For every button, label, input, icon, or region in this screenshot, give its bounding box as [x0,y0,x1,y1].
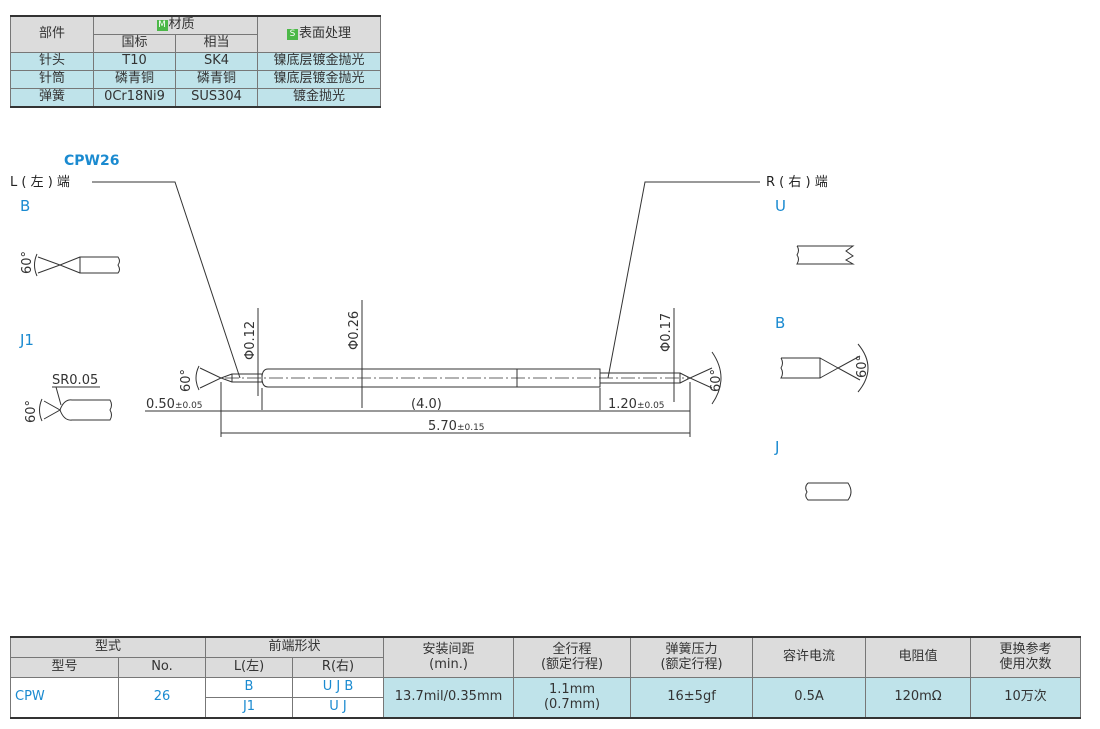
right-type-j: J [774,438,779,456]
header-type: 型式 [9,636,207,658]
left-leader-line [92,181,241,379]
header-material-label: 材质 [168,17,195,33]
header-stroke: 全行程(额定行程) [513,636,632,678]
cell: 镍底层镀金抛光 [257,52,382,71]
header-model: 型号 [10,657,119,678]
header-left: L(左) [205,657,294,678]
cell-left: J1 [205,697,294,719]
angle-label: 60° [24,400,39,423]
sr-label: SR0.05 [52,373,98,388]
table-row: 针筒磷青铜磷青铜镍底层镀金抛光 [10,70,382,89]
cell: 针筒 [10,70,94,89]
material-badge: M [156,20,168,32]
cell-force: 16±5gf [630,677,754,719]
cell: 镀金抛光 [257,88,382,108]
right-end-label: R ( 右 ) 端 [766,175,828,190]
right-u-tip-icon [796,245,855,265]
angle-label: 60° [20,251,35,274]
header-force: 弹簧压力(额定行程) [630,636,754,678]
right-j-tip-icon [805,482,852,501]
cell-left: B [205,677,294,698]
cell-right: U J B [292,677,385,698]
right-type-b: B [775,314,785,332]
cell: 针头 [10,52,94,71]
cell-current: 0.5A [752,677,867,719]
header-life: 更换参考使用次数 [970,636,1082,678]
len-left-label: 0.50±0.05 [146,397,203,412]
table-row: CPW 26 B U J B 13.7mil/0.35mm 1.1mm(0.7m… [10,677,1082,719]
header-tip: 前端形状 [205,636,385,658]
cell-no: 26 [117,677,207,719]
left-type-b: B [20,197,30,215]
header-right: R(右) [292,657,385,678]
len-total-label: 5.70±0.15 [428,419,485,434]
cell: 弹簧 [10,88,94,108]
header-spacing: 安装间距(min.) [383,636,515,678]
header-current: 容许电流 [752,636,867,678]
cell-spacing: 13.7mil/0.35mm [383,677,515,719]
cell: 镍底层镀金抛光 [257,70,382,89]
len-right-label: 1.20±0.05 [608,397,665,412]
right-b-tip-icon: 60° [780,343,870,393]
cell: 0Cr18Ni9 [93,88,176,108]
len-mid-label: (4.0) [411,397,442,412]
left-end-label: L ( 左 ) 端 [10,175,70,190]
cell: 磷青铜 [174,70,259,89]
left-b-tip-icon: 60° [20,251,120,277]
header-part: 部件 [10,15,94,53]
dia-body-label: Φ0.26 [347,311,362,350]
angle-label: 60° [179,369,194,392]
header-no: No. [117,657,207,678]
left-type-j1: J1 [19,331,34,349]
header-resistance: 电阻值 [865,636,972,678]
cell: SUS304 [174,88,259,108]
spec-table: 型式前端形状 安装间距(min.) 全行程(额定行程) 弹簧压力(额定行程) 容… [9,636,1082,719]
header-equiv: 相当 [174,34,259,53]
angle-label: 60° [855,355,870,378]
pin-body: 60° 60° [179,351,724,405]
cell: T10 [93,52,176,71]
cell-stroke: 1.1mm(0.7mm) [513,677,632,719]
right-type-u: U [775,197,786,215]
cell-right: U J [292,697,385,719]
left-j1-tip-icon: SR0.05 60° [24,373,112,423]
surface-badge: S [287,29,298,41]
cell-life: 10万次 [970,677,1082,719]
cell: SK4 [174,52,259,71]
model-label: CPW26 [64,153,119,169]
header-surface-label: 表面处理 [299,26,352,42]
cell: 磷青铜 [93,70,176,89]
angle-label: 60° [709,369,724,392]
cell-model: CPW [10,677,119,719]
dia-left-label: Φ0.12 [243,321,258,360]
dia-right-label: Φ0.17 [659,313,674,352]
cell-resistance: 120mΩ [865,677,972,719]
right-leader-line [607,181,760,379]
dimensions: Φ0.12 Φ0.26 Φ0.17 0.50±0.05 (4.0) 1.20±0… [145,300,691,437]
